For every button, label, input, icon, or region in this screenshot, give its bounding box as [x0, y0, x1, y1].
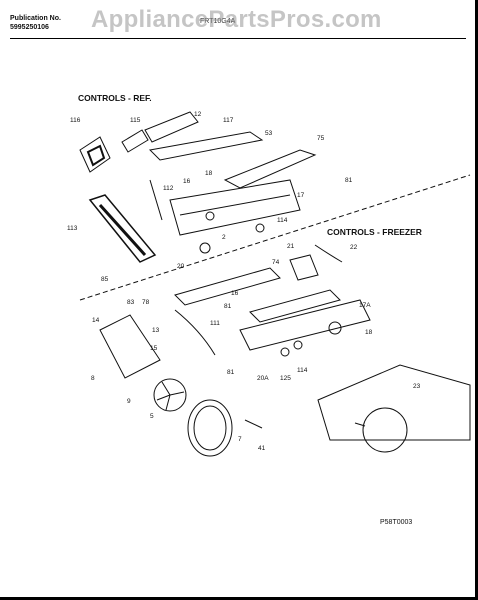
part-75-bar — [223, 149, 317, 189]
callout-112: 112 — [163, 185, 174, 192]
callout-18-freezer: 18 — [365, 329, 373, 336]
callout-114-freezer: 114 — [297, 367, 308, 374]
callout-53: 53 — [265, 130, 273, 137]
callout-15: 15 — [150, 345, 158, 352]
callout-75: 75 — [317, 135, 325, 142]
section-title-freezer: CONTROLS - FREEZER — [327, 227, 422, 237]
part-17-control — [169, 179, 301, 236]
callout-8: 8 — [91, 375, 95, 382]
callout-116: 116 — [70, 117, 81, 124]
watermark: AppliancePartsPros.com — [91, 6, 382, 33]
part-115-switch — [121, 129, 149, 153]
callout-111: 111 — [210, 320, 220, 327]
callout-21: 21 — [287, 243, 295, 250]
callout-labels: 116 115 12 117 53 75 18 16 112 81 17 113… — [67, 111, 421, 452]
part-2-knob — [199, 242, 211, 254]
callout-16: 16 — [183, 178, 191, 185]
model-number: FRT10G4A — [200, 18, 236, 25]
part-12-housing — [144, 111, 199, 143]
part-125-knob — [293, 340, 303, 350]
part-22-wire — [314, 244, 343, 263]
callout-85: 85 — [101, 276, 109, 283]
part-23-cabinet — [317, 364, 471, 441]
callout-115: 115 — [130, 117, 141, 124]
callout-81: 81 — [345, 177, 353, 184]
part-112-rod — [149, 179, 163, 221]
callout-5: 5 — [150, 413, 154, 420]
callout-14: 14 — [92, 317, 100, 324]
callout-13: 13 — [152, 327, 160, 334]
part-20A-knob — [280, 347, 290, 357]
callout-83: 83 — [127, 299, 135, 306]
part-116-bracket — [79, 136, 111, 173]
publication-block: Publication No. 5995250106 — [10, 15, 61, 32]
callout-22: 22 — [350, 244, 358, 251]
callout-114: 114 — [277, 217, 288, 224]
part-21-switch — [289, 254, 319, 281]
callout-23: 23 — [413, 383, 421, 390]
callout-78: 78 — [142, 299, 150, 306]
part-53-bar — [148, 131, 264, 161]
part-5-fan — [153, 378, 187, 412]
callout-74: 74 — [272, 259, 280, 266]
callout-18: 18 — [205, 170, 213, 177]
section-divider-line — [79, 174, 471, 301]
publication-number: 5995250106 — [10, 23, 49, 31]
callout-17: 17 — [297, 192, 305, 199]
callout-125: 125 — [280, 375, 291, 382]
callout-20A: 20A — [257, 375, 269, 382]
section-title-refrigerator: CONTROLS - REF. — [78, 93, 152, 103]
part-41-screw — [244, 419, 263, 429]
diagram-code: P58T0003 — [380, 519, 413, 526]
callout-41: 41 — [258, 445, 266, 452]
callout-17A: 17A — [359, 302, 371, 309]
part-18-knob — [328, 321, 342, 335]
callout-16-freezer: 16 — [231, 290, 239, 297]
callout-9: 9 — [127, 398, 131, 405]
callout-7: 7 — [238, 436, 242, 443]
callout-117: 117 — [223, 117, 234, 124]
callout-20: 20 — [177, 263, 185, 270]
part-114-knob — [255, 223, 265, 233]
part-7-shroud — [187, 399, 233, 457]
callout-12: 12 — [194, 111, 202, 118]
header-rule — [10, 38, 466, 39]
callout-2: 2 — [222, 234, 226, 241]
part-13-bracket — [99, 314, 161, 379]
part-113-panel — [88, 194, 157, 263]
part-74-plate — [174, 267, 281, 306]
publication-label: Publication No. — [10, 15, 61, 22]
callout-81-freezer: 81 — [224, 303, 232, 310]
part-17A-housing — [239, 299, 371, 351]
callout-81-fan: 81 — [227, 369, 235, 376]
part-111-wire — [174, 309, 216, 356]
callout-113: 113 — [67, 225, 78, 232]
